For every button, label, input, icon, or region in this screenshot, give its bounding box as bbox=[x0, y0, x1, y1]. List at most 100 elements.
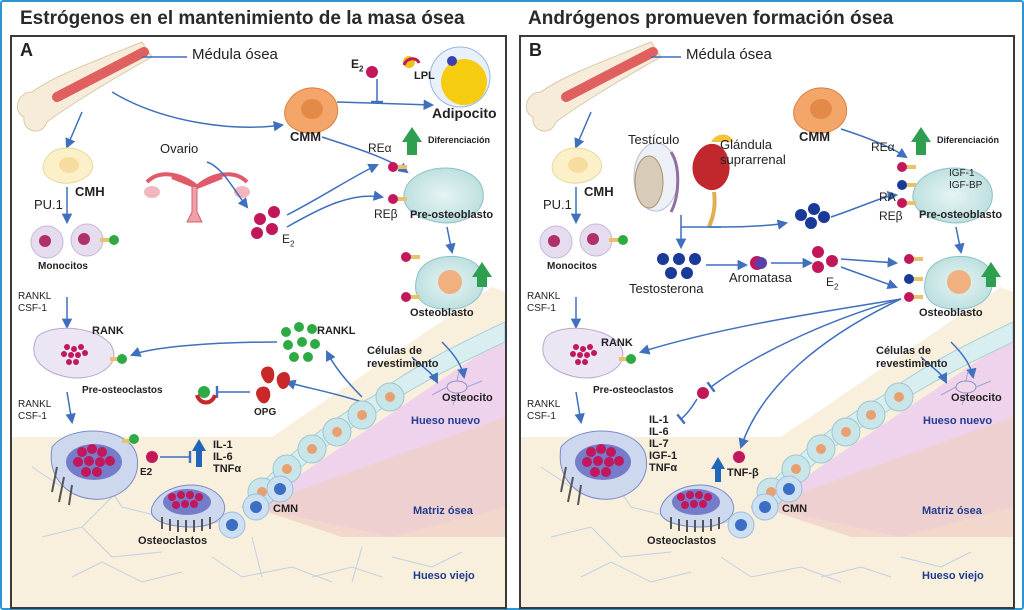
panel-a-letter: A bbox=[20, 40, 33, 60]
lining-cells bbox=[241, 321, 505, 516]
cytokines-label: IL-1 IL-6 TNFα bbox=[213, 439, 242, 475]
mesenchymal-cell bbox=[284, 87, 339, 134]
matriz-osea-label: Matriz ósea bbox=[413, 505, 473, 517]
diferenciacion-label: Diferenciación bbox=[428, 135, 491, 145]
testiculo-label: Testículo bbox=[628, 132, 680, 147]
testosterone-cluster bbox=[657, 253, 701, 279]
panel-a: A Médula ósea E2 LPL Adipocito CMM Difer… bbox=[10, 35, 507, 609]
rankl-csf1-label-2: RANKL CSF-1 bbox=[18, 399, 52, 422]
osteoclast-icon-2 bbox=[659, 484, 734, 532]
pre-osteoclast-cell bbox=[542, 327, 636, 379]
pu1-label-b: PU.1 bbox=[543, 197, 572, 212]
osteoblast-icon bbox=[904, 254, 994, 310]
e2-cluster bbox=[812, 246, 838, 273]
cmm-label-b: CMM bbox=[799, 129, 831, 144]
rank-label: RANK bbox=[92, 325, 124, 337]
pre-osteoclastos-label-b: Pre-osteoclastos bbox=[593, 385, 674, 396]
e2-cluster bbox=[251, 206, 280, 239]
pu1-label: PU.1 bbox=[34, 197, 63, 212]
rankl-csf1-label-b2: RANKL CSF-1 bbox=[527, 399, 561, 422]
androgen-cluster bbox=[795, 203, 830, 229]
opg-label: OPG bbox=[254, 407, 277, 418]
adrenal-icon bbox=[692, 134, 733, 228]
osteoclast-icon bbox=[50, 430, 139, 506]
panel-b-letter: B bbox=[529, 40, 542, 60]
testosterona-label: Testosterona bbox=[629, 281, 704, 296]
aromatasa-label: Aromatasa bbox=[729, 270, 792, 285]
tnfb-label: TNF-β bbox=[727, 467, 759, 479]
cmn-cells bbox=[727, 475, 803, 539]
mesenchymal-cell bbox=[793, 87, 848, 134]
cmn-label: CMN bbox=[273, 503, 299, 515]
rankl-csf1-label-b1: RANKL CSF-1 bbox=[527, 291, 561, 314]
osteoclast-icon bbox=[559, 430, 647, 506]
pre-osteoblasto-label-b: Pre-osteoblasto bbox=[919, 209, 1003, 221]
osteoclastos-label-b: Osteoclastos bbox=[647, 535, 717, 547]
celulas-revestimiento-label-b: Células de revestimiento bbox=[876, 345, 948, 370]
osteoclast-icon-2 bbox=[150, 484, 225, 532]
bone-icon bbox=[525, 41, 662, 132]
testis-icon bbox=[633, 142, 680, 213]
matriz-osea-label-b: Matriz ósea bbox=[922, 505, 982, 517]
osteocito-label-b: Osteocito bbox=[951, 392, 1002, 404]
e2-top-label: E2 bbox=[351, 57, 364, 74]
pre-osteoblast-cell bbox=[388, 162, 484, 224]
osteoblasto-label-b: Osteoblasto bbox=[919, 307, 983, 319]
pre-osteoclastos-label: Pre-osteoclastos bbox=[82, 385, 163, 396]
rank-label-b: RANK bbox=[601, 337, 633, 349]
pre-osteoblasto-label: Pre-osteoblasto bbox=[410, 209, 494, 221]
osteoblast-icon bbox=[401, 252, 485, 310]
adipocyte-icon bbox=[429, 46, 491, 108]
e2-hormone bbox=[146, 451, 158, 463]
panel-b: B Médula ósea CMM Testículo Glándula sup… bbox=[519, 35, 1015, 609]
igf-label: IGF-1 IGF-BP bbox=[949, 168, 983, 191]
bone-matrix-region bbox=[252, 417, 505, 537]
medula-label-b: Médula ósea bbox=[686, 46, 772, 63]
stem-cell-icon bbox=[42, 147, 94, 184]
ra-label: RA bbox=[879, 190, 896, 204]
celulas-revestimiento-label: Células de revestimiento bbox=[367, 345, 439, 370]
rankl-cluster bbox=[281, 322, 320, 362]
re-beta-label-b: REβ bbox=[879, 209, 903, 223]
osteocito-label: Osteocito bbox=[442, 392, 493, 404]
stem-cell-icon bbox=[551, 147, 603, 184]
pre-osteoclast-cell bbox=[33, 327, 127, 379]
lpl-enzyme bbox=[402, 56, 421, 68]
cmn-cells bbox=[218, 475, 294, 539]
e2-low-label: E2 bbox=[140, 467, 153, 478]
glandula-label: Glándula suprarrenal bbox=[720, 137, 786, 167]
ovario-label: Ovario bbox=[160, 141, 199, 156]
cmh-label-b: CMH bbox=[584, 184, 614, 199]
hueso-viejo-label-b: Hueso viejo bbox=[922, 570, 984, 582]
ovary-icon bbox=[144, 172, 250, 223]
rankl-csf1-label-1: RANKL CSF-1 bbox=[18, 291, 52, 314]
cmn-label-b: CMN bbox=[782, 503, 808, 515]
bone-icon bbox=[16, 41, 153, 132]
monocyte-cells bbox=[30, 223, 119, 259]
monocitos-label-b: Monocitos bbox=[547, 261, 597, 272]
hueso-viejo-label: Hueso viejo bbox=[413, 570, 475, 582]
e2-mid-label: E2 bbox=[282, 232, 295, 249]
diferenciacion-label-b: Diferenciación bbox=[937, 135, 1000, 145]
hueso-nuevo-label: Hueso nuevo bbox=[411, 415, 481, 427]
panel-b-illustration bbox=[521, 41, 1013, 607]
re-alpha-label: REα bbox=[368, 141, 392, 155]
re-beta-label: REβ bbox=[374, 207, 398, 221]
medula-label: Médula ósea bbox=[192, 46, 278, 63]
cmm-label: CMM bbox=[290, 129, 322, 144]
osteoblasto-label: Osteoblasto bbox=[410, 307, 474, 319]
e2-label-b: E2 bbox=[826, 275, 839, 292]
panel-a-title: Estrógenos en el mantenimiento de la mas… bbox=[20, 8, 465, 29]
pre-osteoblast-cell bbox=[897, 162, 993, 224]
cytokines-label-b: IL-1 IL-6 IL-7 IGF-1 TNFα bbox=[649, 414, 678, 474]
monocitos-label: Monocitos bbox=[38, 261, 88, 272]
opg-molecules bbox=[256, 366, 290, 404]
panel-b-title: Andrógenos promueven formación ósea bbox=[528, 8, 894, 29]
osteocyte-cell bbox=[940, 370, 992, 406]
hueso-nuevo-label-b: Hueso nuevo bbox=[923, 415, 993, 427]
lpl-label: LPL bbox=[414, 70, 435, 82]
adipocito-label: Adipocito bbox=[432, 105, 497, 121]
aromatase-enzyme bbox=[750, 256, 767, 270]
osteocyte-cell bbox=[431, 370, 483, 406]
re-alpha-label-b: REα bbox=[871, 140, 895, 154]
